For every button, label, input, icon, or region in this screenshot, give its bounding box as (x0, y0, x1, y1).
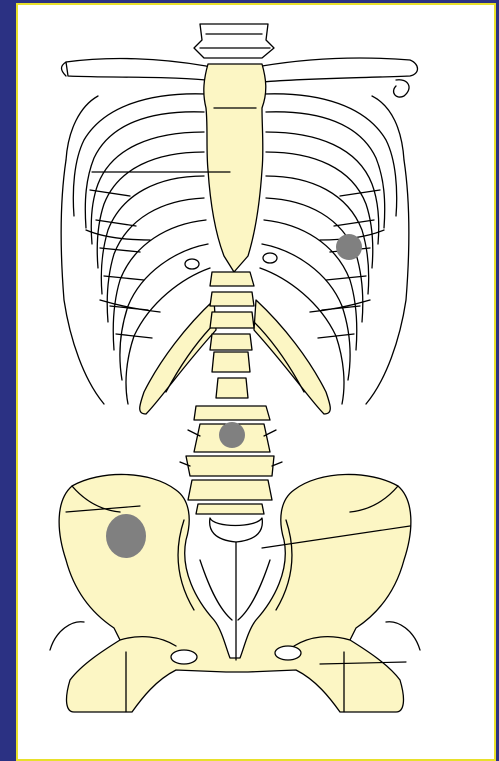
cervical-vertebrae (194, 24, 274, 58)
spinal-column (180, 272, 282, 514)
lesion-left-rib (336, 234, 362, 260)
left-obturator-foramen (171, 650, 197, 664)
right-obturator-foramen (275, 646, 301, 660)
lesion-right-iliac (106, 514, 146, 558)
lesion-lumbar-vertebra (219, 422, 245, 448)
right-sternal-foramen (263, 253, 277, 263)
sternum (204, 64, 266, 272)
left-sternal-foramen (185, 259, 199, 269)
